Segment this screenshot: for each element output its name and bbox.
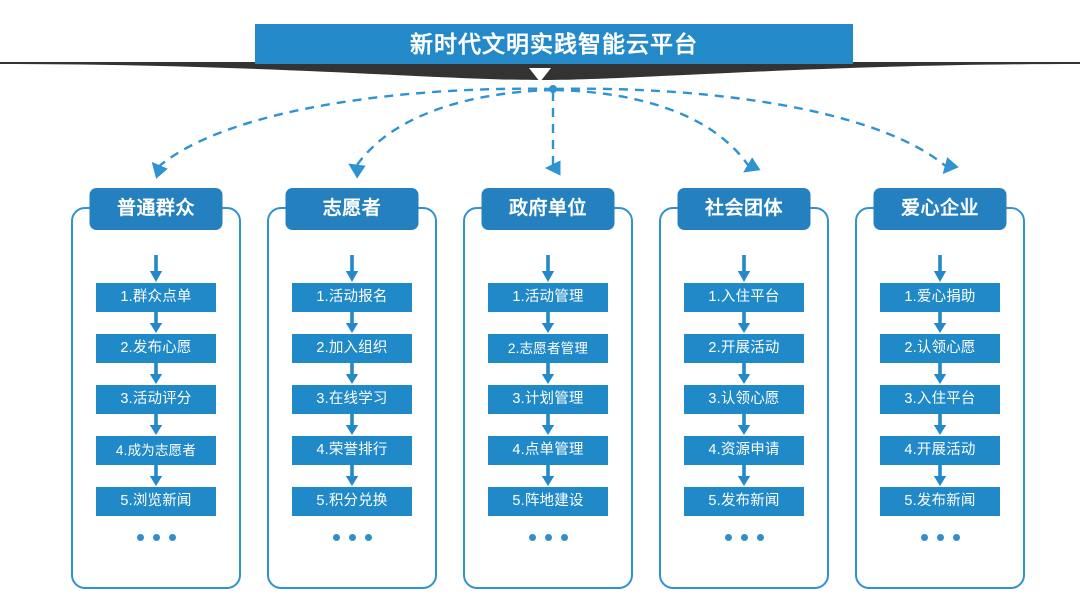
list-item[interactable]: 1.爱心捐助: [880, 283, 1000, 312]
arrow-down-icon: [933, 414, 947, 435]
list-item[interactable]: 4.荣誉排行: [292, 436, 412, 465]
dot: [136, 534, 144, 541]
list-item[interactable]: 4.成为志愿者: [96, 436, 216, 465]
title-banner: 新时代文明实践智能云平台: [0, 24, 1080, 84]
list-item[interactable]: 2.认领心愿: [880, 334, 1000, 363]
arrow-down-icon: [737, 255, 751, 282]
list-item[interactable]: 5.发布新闻: [684, 487, 804, 516]
arrow-down-icon: [345, 255, 359, 282]
arrow-down-icon: [541, 414, 555, 435]
column-header-4[interactable]: 社会团体: [677, 188, 811, 230]
arrow-down-icon: [149, 363, 163, 384]
list-item[interactable]: 4.开展活动: [880, 436, 1000, 465]
list-item[interactable]: 5.阵地建设: [488, 487, 608, 516]
column-body-3: 1.活动管理 2.志愿者管理 3.计划管理 4.点单管理 5.阵地建设: [465, 255, 631, 541]
arrow-down-icon: [933, 465, 947, 486]
column-body-1: 1.群众点单 2.发布心愿 3.活动评分 4.成为志愿者 5.浏览新闻: [73, 255, 239, 541]
arrow-down-icon: [345, 414, 359, 435]
list-item[interactable]: 1.群众点单: [96, 283, 216, 312]
arrow-down-icon: [149, 312, 163, 333]
arrow-down-icon: [737, 414, 751, 435]
dot: [364, 534, 372, 541]
ellipsis-indicator: [920, 534, 960, 541]
dot: [724, 534, 732, 541]
dot: [168, 534, 176, 541]
role-column-爱心企业: 爱心企业 1.爱心捐助 2.认领心愿 3.入住平台 4.开展活动 5.发布新闻: [855, 188, 1025, 589]
arrow-down-icon: [541, 312, 555, 333]
list-item[interactable]: 4.资源申请: [684, 436, 804, 465]
role-column-普通群众: 普通群众 1.群众点单 2.发布心愿 3.活动评分 4.成为志愿者 5.浏览新闻: [71, 188, 241, 589]
dot: [348, 534, 356, 541]
dot: [756, 534, 764, 541]
list-item[interactable]: 4.点单管理: [488, 436, 608, 465]
column-header-1[interactable]: 普通群众: [89, 188, 223, 230]
ellipsis-indicator: [724, 534, 764, 541]
page-title: 新时代文明实践智能云平台: [410, 31, 698, 57]
dot: [528, 534, 536, 541]
dot: [152, 534, 160, 541]
role-column-志愿者: 志愿者 1.活动报名 2.加入组织 3.在线学习 4.荣誉排行 5.积分兑换: [267, 188, 437, 589]
list-item[interactable]: 3.活动评分: [96, 385, 216, 414]
dot: [952, 534, 960, 541]
chevron-down-icon: [529, 68, 551, 82]
list-item[interactable]: 5.发布新闻: [880, 487, 1000, 516]
ellipsis-indicator: [332, 534, 372, 541]
list-item[interactable]: 2.加入组织: [292, 334, 412, 363]
column-body-2: 1.活动报名 2.加入组织 3.在线学习 4.荣誉排行 5.积分兑换: [269, 255, 435, 541]
dot: [332, 534, 340, 541]
column-header-2[interactable]: 志愿者: [285, 188, 419, 230]
arrow-down-icon: [737, 363, 751, 384]
role-column-社会团体: 社会团体 1.入住平台 2.开展活动 3.认领心愿 4.资源申请 5.发布新闻: [659, 188, 829, 589]
column-header-5[interactable]: 爱心企业: [873, 188, 1007, 230]
arrow-down-icon: [149, 255, 163, 282]
list-item[interactable]: 1.活动管理: [488, 283, 608, 312]
arrow-down-icon: [933, 312, 947, 333]
arrow-down-icon: [737, 465, 751, 486]
list-item[interactable]: 5.浏览新闻: [96, 487, 216, 516]
dot: [740, 534, 748, 541]
list-item[interactable]: 1.活动报名: [292, 283, 412, 312]
list-item[interactable]: 1.入住平台: [684, 283, 804, 312]
arrow-down-icon: [345, 312, 359, 333]
arrow-down-icon: [541, 465, 555, 486]
column-body-5: 1.爱心捐助 2.认领心愿 3.入住平台 4.开展活动 5.发布新闻: [857, 255, 1023, 541]
dot: [560, 534, 568, 541]
arrow-down-icon: [149, 465, 163, 486]
dot: [920, 534, 928, 541]
list-item[interactable]: 3.认领心愿: [684, 385, 804, 414]
role-column-政府单位: 政府单位 1.活动管理 2.志愿者管理 3.计划管理 4.点单管理 5.阵地建设: [463, 188, 633, 589]
list-item[interactable]: 3.计划管理: [488, 385, 608, 414]
arrow-down-icon: [541, 255, 555, 282]
ellipsis-indicator: [528, 534, 568, 541]
column-header-3[interactable]: 政府单位: [481, 188, 615, 230]
banner-bar: 新时代文明实践智能云平台: [255, 24, 853, 64]
list-item[interactable]: 2.志愿者管理: [488, 334, 608, 363]
column-body-4: 1.入住平台 2.开展活动 3.认领心愿 4.资源申请 5.发布新闻: [661, 255, 827, 541]
list-item[interactable]: 5.积分兑换: [292, 487, 412, 516]
arrow-down-icon: [737, 312, 751, 333]
ellipsis-indicator: [136, 534, 176, 541]
arrow-down-icon: [933, 363, 947, 384]
list-item[interactable]: 3.在线学习: [292, 385, 412, 414]
dot: [936, 534, 944, 541]
arrow-down-icon: [541, 363, 555, 384]
list-item[interactable]: 2.开展活动: [684, 334, 804, 363]
arrow-down-icon: [345, 465, 359, 486]
list-item[interactable]: 2.发布心愿: [96, 334, 216, 363]
list-item[interactable]: 3.入住平台: [880, 385, 1000, 414]
arrow-down-icon: [933, 255, 947, 282]
arrow-down-icon: [149, 414, 163, 435]
arrow-down-icon: [345, 363, 359, 384]
dot: [544, 534, 552, 541]
